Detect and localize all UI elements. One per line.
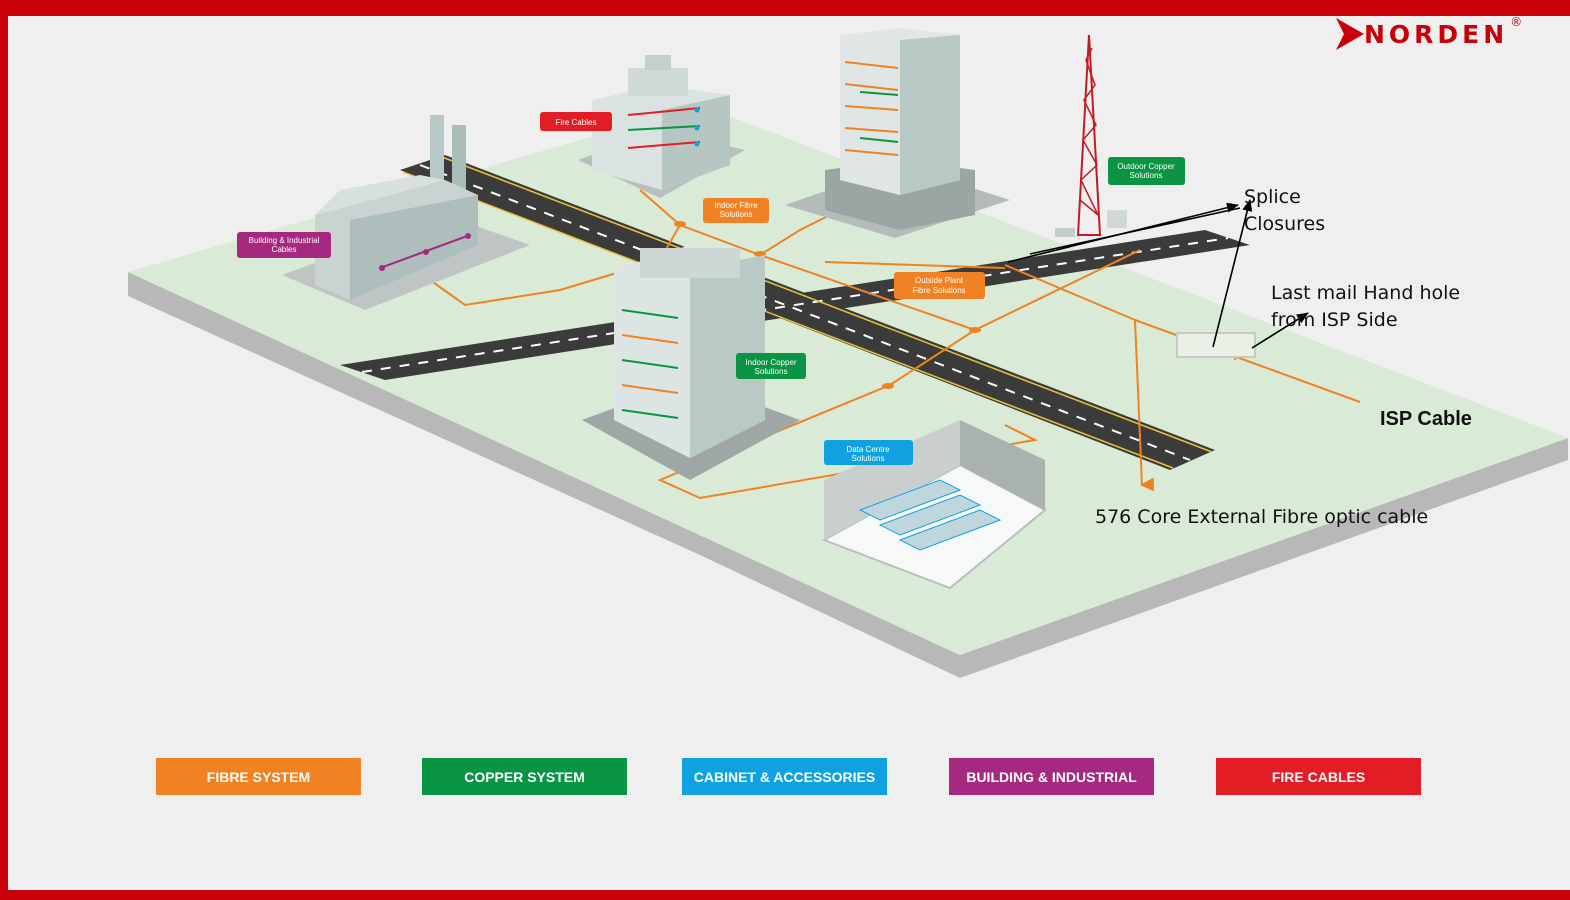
legend-building-industrial[interactable]: BUILDING & INDUSTRIAL [949, 758, 1154, 795]
legend-copper-system[interactable]: COPPER SYSTEM [422, 758, 627, 795]
logo-text: NORDEN [1364, 19, 1509, 49]
tag-building-industrial-line1: Building & Industrial [249, 236, 320, 245]
tag-building-industrial-line2: Cables [272, 245, 297, 254]
tag-outdoor-copper: Outdoor Copper Solutions [1108, 157, 1185, 185]
last-mail-label: Last mail Hand hole from ISP Side [1271, 280, 1460, 334]
tag-indoor-copper-line2: Solutions [755, 367, 788, 376]
legend-cabinet-accessories[interactable]: CABINET & ACCESSORIES [682, 758, 887, 795]
last-mail-line2: from ISP Side [1271, 309, 1398, 331]
tag-outside-plant-line1: Outside Plant [915, 276, 964, 285]
annotation-arrows [1007, 199, 1309, 349]
isp-cable-label: ISP Cable [1380, 408, 1472, 430]
tag-indoor-copper-line1: Indoor Copper [745, 358, 796, 367]
splice-closures-line1: Splice [1244, 186, 1301, 208]
factory-building [282, 115, 530, 310]
tag-outside-plant-line2: Fibre Solutions [912, 286, 965, 295]
tag-indoor-fibre: Indoor Fibre Solutions [703, 198, 769, 223]
tower-building [785, 28, 1010, 238]
office-building-fire [578, 55, 745, 198]
splice-closures-line2: Closures [1244, 213, 1326, 235]
tag-fire-cables: Fire Cables [540, 112, 612, 131]
telecom-tower [1055, 34, 1127, 237]
legend-fire-cables[interactable]: FIRE CABLES [1216, 758, 1421, 795]
norden-logo: NORDEN ® [1336, 15, 1523, 50]
office-building-copper [582, 245, 800, 480]
data-centre-room [821, 420, 1047, 590]
tag-outside-plant: Outside Plant Fibre Solutions [894, 272, 985, 299]
tag-outdoor-copper-line2: Solutions [1130, 171, 1163, 180]
tag-building-industrial: Building & Industrial Cables [237, 232, 331, 258]
tag-data-centre: Data Centre Solutions [824, 440, 913, 465]
tag-outdoor-copper-line1: Outdoor Copper [1117, 162, 1175, 171]
tag-indoor-fibre-line1: Indoor Fibre [714, 201, 758, 210]
legend-fibre-system[interactable]: FIBRE SYSTEM [156, 758, 361, 795]
splice-closures-label: Splice Closures [1244, 184, 1325, 238]
last-mail-line1: Last mail Hand hole [1271, 282, 1461, 304]
tag-data-centre-line2: Solutions [852, 454, 885, 463]
tag-data-centre-line1: Data Centre [846, 445, 890, 454]
logo-registered-mark: ® [1510, 15, 1523, 29]
road-network [340, 155, 1250, 470]
tag-indoor-copper: Indoor Copper Solutions [736, 353, 806, 379]
logo-arrow-icon [1336, 18, 1364, 50]
tag-indoor-fibre-line2: Solutions [720, 210, 753, 219]
tag-fire-cables-text: Fire Cables [556, 118, 597, 127]
core-cable-label: 576 Core External Fibre optic cable [1095, 506, 1429, 528]
